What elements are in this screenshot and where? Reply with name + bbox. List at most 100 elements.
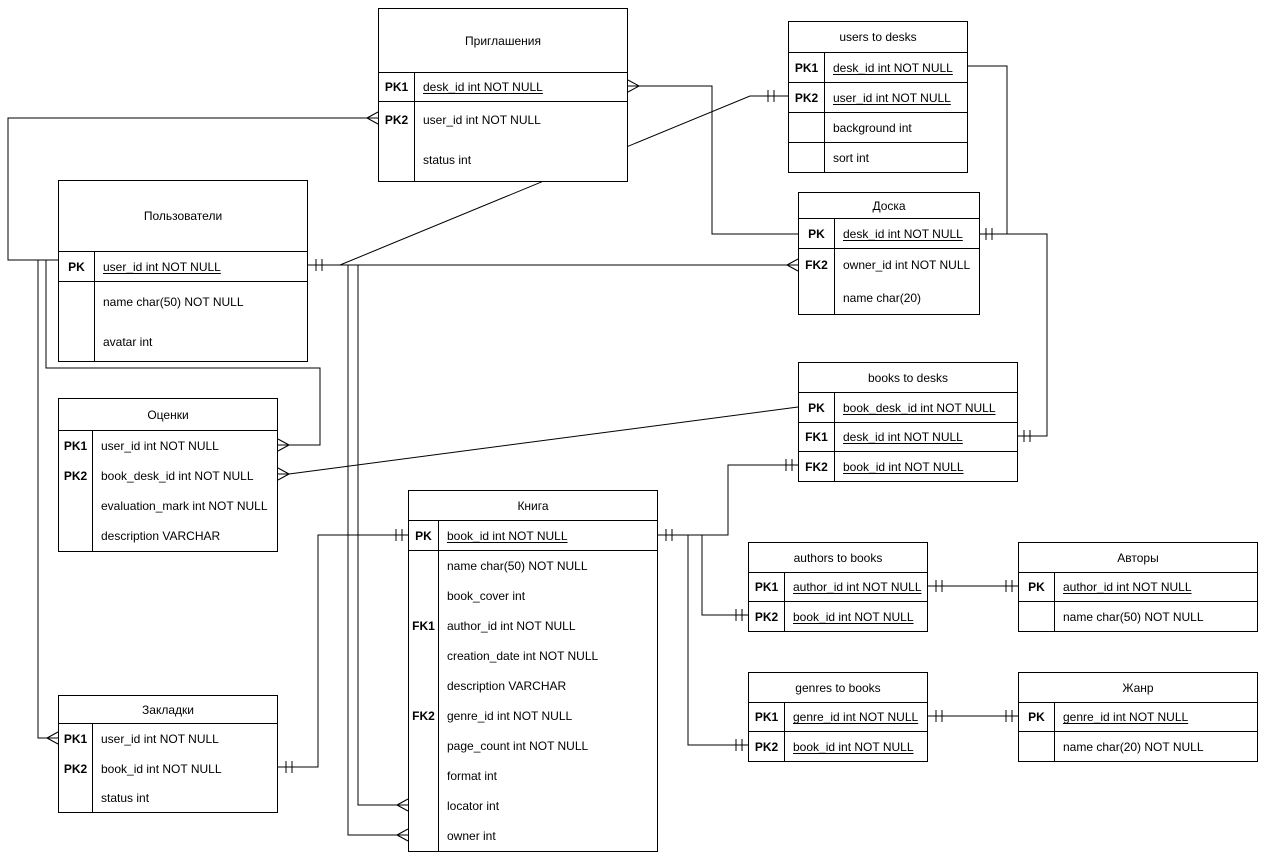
field-row[interactable]: creation_date int NOT NULL — [409, 641, 657, 671]
relationship-book-locator-users[interactable] — [357, 265, 409, 812]
field-row[interactable]: status int — [59, 783, 277, 812]
field-cell: owner_id int NOT NULL — [835, 249, 979, 281]
key-cell — [379, 138, 415, 181]
relationship-genrestobooks-genre[interactable] — [928, 710, 1018, 722]
relationship-userstodesks-users[interactable] — [339, 90, 788, 266]
field-cell: author_id int NOT NULL — [439, 611, 657, 641]
field-row[interactable]: status int — [379, 138, 627, 181]
key-cell — [1019, 732, 1055, 761]
field-row[interactable]: evaluation_mark int NOT NULL — [59, 491, 277, 521]
field-cell: user_id int NOT NULL — [415, 102, 627, 138]
relationship-desk-owner-users[interactable] — [308, 258, 799, 272]
one-tick-icon — [735, 739, 743, 751]
field-cell: book_id int NOT NULL — [93, 754, 277, 783]
relationship-bookstodesks-book[interactable] — [658, 459, 798, 541]
field-text-key: book_desk_id int NOT NULL — [843, 400, 996, 415]
field-row[interactable]: FK2 genre_id int NOT NULL — [409, 701, 657, 731]
key-cell: PK2 — [379, 102, 415, 138]
field-row[interactable]: description VARCHAR — [59, 521, 277, 551]
field-cell: page_count int NOT NULL — [439, 731, 657, 761]
entity-title-users: Пользователи — [59, 181, 307, 252]
key-cell — [409, 761, 439, 791]
field-text: name char(20) — [843, 290, 922, 305]
field-text: name char(50) NOT NULL — [103, 295, 244, 309]
relationship-bookmarks-users[interactable] — [37, 259, 59, 745]
field-cell: genre_id int NOT NULL — [1055, 703, 1257, 731]
field-row[interactable]: owner int — [409, 821, 657, 851]
field-row[interactable]: locator int — [409, 791, 657, 821]
one-tick-icon — [785, 459, 793, 471]
key-cell: PK2 — [749, 732, 785, 761]
relationship-book-owner-users[interactable] — [347, 265, 409, 842]
field-text-key: user_id int NOT NULL — [833, 90, 951, 105]
entity-title-bookmarks: Закладки — [59, 696, 277, 724]
field-row[interactable]: sort int — [789, 143, 967, 172]
relationship-invitations-users[interactable] — [7, 111, 379, 261]
entity-title-book: Книга — [409, 491, 657, 521]
field-row[interactable]: name char(50) NOT NULL — [409, 551, 657, 581]
crowfoot-many-icon — [627, 79, 640, 93]
field-row[interactable]: avatar int — [59, 322, 307, 361]
field-row[interactable]: format int — [409, 761, 657, 791]
field-cell: name char(50) NOT NULL — [95, 282, 307, 322]
field-row[interactable]: name char(20) NOT NULL — [1019, 732, 1257, 761]
entity-title-authors_to_books: authors to books — [749, 543, 927, 573]
field-row[interactable]: background int — [789, 113, 967, 143]
relationship-bookmarks-book[interactable] — [278, 529, 408, 773]
field-row[interactable]: description VARCHAR — [409, 671, 657, 701]
field-row[interactable]: page_count int NOT NULL — [409, 731, 657, 761]
relationship-genrestobooks-book[interactable] — [658, 534, 748, 751]
field-row[interactable]: name char(50) NOT NULL — [59, 282, 307, 322]
field-row[interactable]: book_cover int — [409, 581, 657, 611]
relationship-authorstobooks-book[interactable] — [658, 534, 748, 621]
field-row[interactable]: name char(20) — [799, 281, 979, 314]
relationship-bookstodesks-desk[interactable] — [980, 233, 1048, 442]
field-text: user_id int NOT NULL — [101, 732, 219, 746]
field-row[interactable]: name char(50) NOT NULL — [1019, 602, 1257, 631]
field-text: author_id int NOT NULL — [447, 619, 576, 633]
key-cell: FK2 — [409, 701, 439, 731]
entity-title-genres_to_books: genres to books — [749, 673, 927, 703]
relationship-invitations-desk[interactable] — [627, 79, 798, 235]
relationship-ratings-bookstodesks[interactable] — [277, 406, 799, 481]
relationship-authorstobooks-authors[interactable] — [928, 580, 1018, 592]
field-cell: name char(50) NOT NULL — [439, 551, 657, 581]
field-text-key: genre_id int NOT NULL — [1063, 710, 1189, 724]
field-text: genre_id int NOT NULL — [447, 709, 573, 723]
field-cell: owner int — [439, 821, 657, 851]
